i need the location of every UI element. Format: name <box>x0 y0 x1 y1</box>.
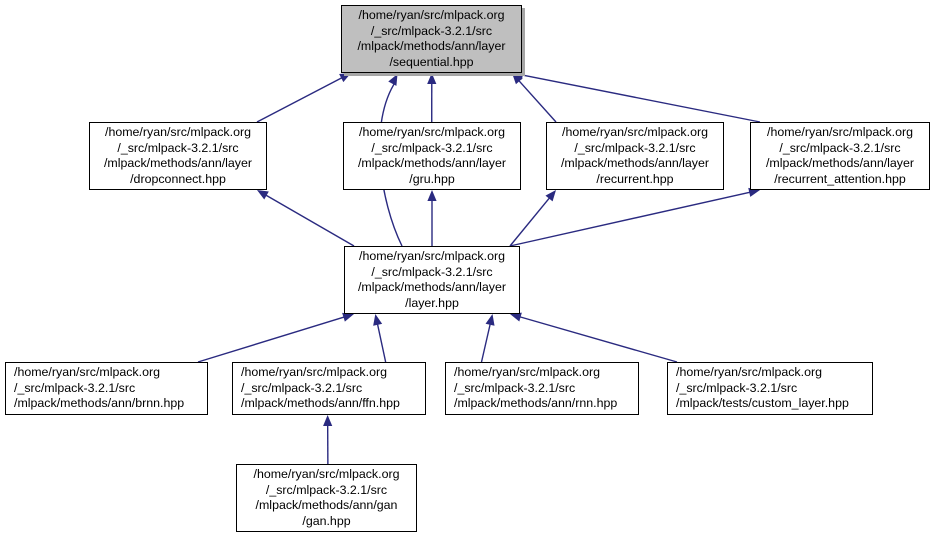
node-label-line: /mlpack/methods/ann/gan <box>255 498 398 512</box>
edge-arrowhead <box>512 73 523 85</box>
edge-arrowhead <box>342 312 354 322</box>
node-label-line: /mlpack/methods/ann/rnn.hpp <box>454 396 618 411</box>
node-label-line: /_src/mlpack-3.2.1/src <box>14 380 136 395</box>
node-label-line: /home/ryan/src/mlpack.org <box>359 249 505 263</box>
edge-line <box>265 194 355 247</box>
edge-line <box>518 79 557 123</box>
edge-arrowhead <box>388 74 398 86</box>
node-label-line: /_src/mlpack-3.2.1/src <box>370 23 493 38</box>
edge-line <box>509 191 751 247</box>
node-label-line: /home/ryan/src/mlpack.org <box>454 365 600 380</box>
node-label-line: /_src/mlpack-3.2.1/src <box>371 264 493 279</box>
node-recurrent_attention[interactable]: /home/ryan/src/mlpack.org/_src/mlpack-3.… <box>750 122 930 190</box>
node-label-line: /home/ryan/src/mlpack.org <box>676 365 822 380</box>
node-label-line: /recurrent.hpp <box>596 171 674 186</box>
node-label-line: /mlpack/methods/ann/ffn.hpp <box>241 396 400 411</box>
node-label-line: /gan.hpp <box>302 513 351 528</box>
node-label-line: /mlpack/methods/ann/layer <box>357 280 507 294</box>
node-recurrent[interactable]: /home/ryan/src/mlpack.org/_src/mlpack-3.… <box>546 122 724 190</box>
node-ffn[interactable]: /home/ryan/src/mlpack.org/_src/mlpack-3.… <box>232 362 426 415</box>
node-label-line: /mlpack/methods/ann/brnn.hpp <box>14 396 185 411</box>
node-brnn[interactable]: /home/ryan/src/mlpack.org/_src/mlpack-3.… <box>5 362 208 415</box>
node-label-line: /mlpack/methods/ann/layer <box>103 156 253 170</box>
node-label-line: /gru.hpp <box>409 171 455 186</box>
node-label-line: /mlpack/methods/ann/layer <box>560 156 710 170</box>
node-label-line: /mlpack/methods/ann/layer <box>357 39 506 53</box>
edge-line <box>480 323 491 363</box>
edge-line <box>256 77 343 123</box>
node-custom_layer[interactable]: /home/ryan/src/mlpack.org/_src/mlpack-3.… <box>667 362 873 415</box>
node-label-line: /mlpack/tests/custom_layer.hpp <box>676 396 849 411</box>
node-label-line: /_src/mlpack-3.2.1/src <box>241 380 363 395</box>
node-gan[interactable]: /home/ryan/src/mlpack.org/_src/mlpack-3.… <box>236 464 417 532</box>
edge-line <box>197 316 345 363</box>
node-dropconnect[interactable]: /home/ryan/src/mlpack.org/_src/mlpack-3.… <box>89 122 267 190</box>
edge-line <box>509 197 551 247</box>
edge-line <box>519 316 678 363</box>
node-label-line: /_src/mlpack-3.2.1/src <box>265 482 388 497</box>
edge-line <box>376 323 387 363</box>
edge-arrowhead <box>257 190 269 200</box>
node-label-line: /dropconnect.hpp <box>130 171 226 186</box>
node-label-line: /home/ryan/src/mlpack.org <box>359 125 505 139</box>
node-label-line: /home/ryan/src/mlpack.org <box>358 8 505 22</box>
node-label-line: /home/ryan/src/mlpack.org <box>253 467 400 481</box>
node-label-line: /_src/mlpack-3.2.1/src <box>574 140 696 155</box>
edge-arrowhead <box>339 73 351 83</box>
edge-line <box>521 74 761 123</box>
node-label-line: /recurrent_attention.hpp <box>774 171 906 186</box>
node-sequential[interactable]: /home/ryan/src/mlpack.org/_src/mlpack-3.… <box>341 5 522 73</box>
node-label-line: /_src/mlpack-3.2.1/src <box>371 140 493 155</box>
node-label-line: /_src/mlpack-3.2.1/src <box>676 380 798 395</box>
edge-arrowhead <box>427 73 437 85</box>
node-label-line: /_src/mlpack-3.2.1/src <box>117 140 239 155</box>
node-label-line: /mlpack/methods/ann/layer <box>357 156 507 170</box>
node-label-line: /home/ryan/src/mlpack.org <box>241 365 387 380</box>
node-label-line: /mlpack/methods/ann/layer <box>765 156 915 170</box>
edge-arrowhead <box>323 415 333 427</box>
node-label-line: /_src/mlpack-3.2.1/src <box>454 380 576 395</box>
node-layer[interactable]: /home/ryan/src/mlpack.org/_src/mlpack-3.… <box>344 246 520 314</box>
node-label-line: /layer.hpp <box>405 295 459 310</box>
node-gru[interactable]: /home/ryan/src/mlpack.org/_src/mlpack-3.… <box>343 122 521 190</box>
edge-arrowhead <box>485 314 495 326</box>
node-label-line: /_src/mlpack-3.2.1/src <box>779 140 901 155</box>
node-rnn[interactable]: /home/ryan/src/mlpack.org/_src/mlpack-3.… <box>445 362 639 415</box>
node-label-line: /home/ryan/src/mlpack.org <box>767 125 913 139</box>
node-label-line: /home/ryan/src/mlpack.org <box>105 125 251 139</box>
node-label-line: /home/ryan/src/mlpack.org <box>14 365 160 380</box>
edge-arrowhead <box>427 190 437 201</box>
edge-arrowhead <box>373 314 383 326</box>
node-label-line: /sequential.hpp <box>389 54 474 69</box>
node-label-line: /home/ryan/src/mlpack.org <box>562 125 708 139</box>
edge-arrowhead <box>545 190 556 202</box>
